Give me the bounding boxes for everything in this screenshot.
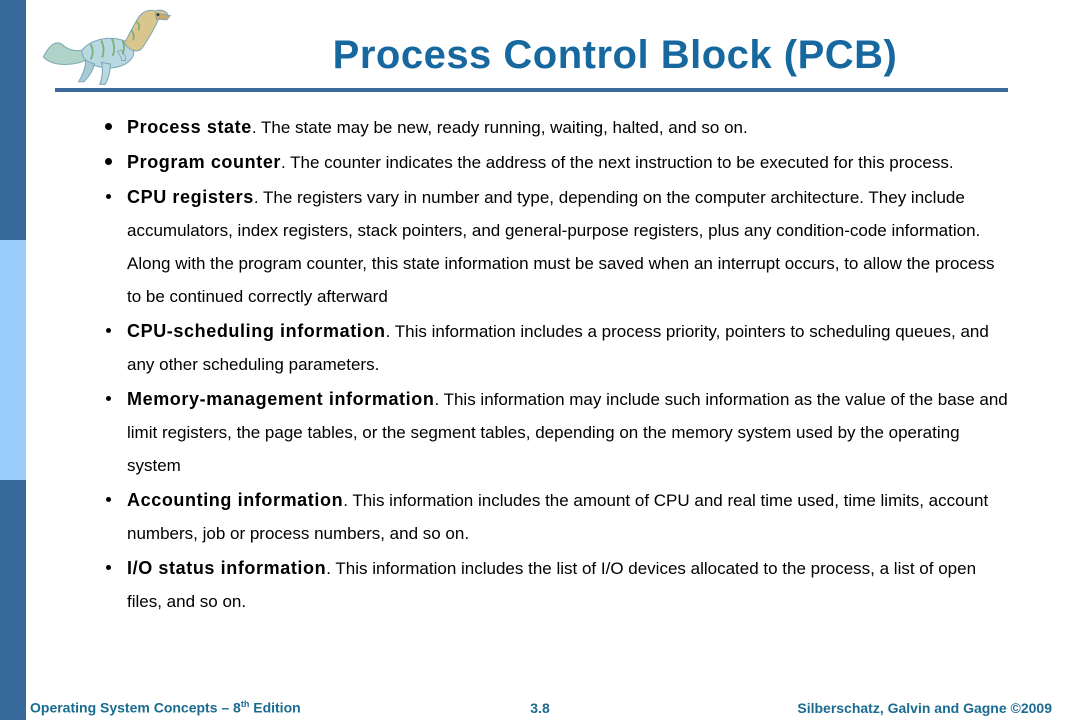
bullet-text: CPU-scheduling information. This informa… (127, 321, 989, 374)
bullet-term: Accounting information (127, 490, 344, 510)
bullet-text: Process state. The state may be new, rea… (127, 117, 748, 137)
bullet-term: Program counter (127, 152, 282, 172)
bullet-text: Memory-management information. This info… (127, 389, 1008, 475)
bullet-description: . This information may include such info… (127, 390, 1008, 475)
bullet-description: . This information includes the amount o… (127, 491, 989, 543)
bullet-dot-icon (106, 497, 111, 502)
bullet-term: Memory-management information (127, 389, 435, 409)
bullet-term: CPU-scheduling information (127, 321, 386, 341)
bullet-description: . This information includes the list of … (127, 559, 977, 611)
bullet-dot-icon (106, 194, 111, 199)
bullet-item: CPU-scheduling information. This informa… (102, 315, 1008, 381)
sidebar-decoration (0, 0, 26, 720)
sidebar-segment-middle (0, 240, 26, 480)
bullet-item: Process state. The state may be new, rea… (102, 111, 1008, 144)
footer: Operating System Concepts – 8th Edition … (0, 694, 1080, 718)
footer-authors: Silberschatz, Galvin and Gagne ©2009 (797, 700, 1052, 716)
edition-superscript: th (240, 699, 250, 710)
bullet-item: Program counter. The counter indicates t… (102, 146, 1008, 179)
title-underline (55, 88, 1008, 92)
bullet-dot-icon (106, 328, 111, 333)
bullet-description: . The state may be new, ready running, w… (251, 118, 748, 137)
slide-number: 3.8 (530, 700, 550, 716)
bullet-list: Process state. The state may be new, rea… (102, 111, 1008, 620)
bullet-dot-icon (105, 123, 112, 130)
bullet-text: I/O status information. This information… (127, 558, 977, 611)
bullet-dot-icon (106, 396, 111, 401)
bullet-item: I/O status information. This information… (102, 552, 1008, 618)
bullet-text: Program counter. The counter indicates t… (127, 152, 954, 172)
page-title: Process Control Block (PCB) (332, 33, 898, 77)
bullet-text: CPU registers. The registers vary in num… (127, 187, 995, 306)
bullet-dot-icon (105, 158, 112, 165)
bullet-description: . The counter indicates the address of t… (281, 153, 954, 172)
footer-book-title: Operating System Concepts – 8th Edition (30, 699, 301, 716)
bullet-term: I/O status information (127, 558, 327, 578)
sidebar-segment-top (0, 0, 26, 240)
bullet-term: CPU registers (127, 187, 254, 207)
dinosaur-logo (42, 9, 172, 85)
bullet-item: CPU registers. The registers vary in num… (102, 181, 1008, 313)
bullet-term: Process state (127, 117, 252, 137)
bullet-text: Accounting information. This information… (127, 490, 989, 543)
sidebar-segment-bottom (0, 480, 26, 720)
bullet-item: Accounting information. This information… (102, 484, 1008, 550)
bullet-description: . This information includes a process pr… (127, 322, 989, 374)
bullet-dot-icon (106, 565, 111, 570)
bullet-description: . The registers vary in number and type,… (127, 188, 995, 306)
bullet-item: Memory-management information. This info… (102, 383, 1008, 482)
